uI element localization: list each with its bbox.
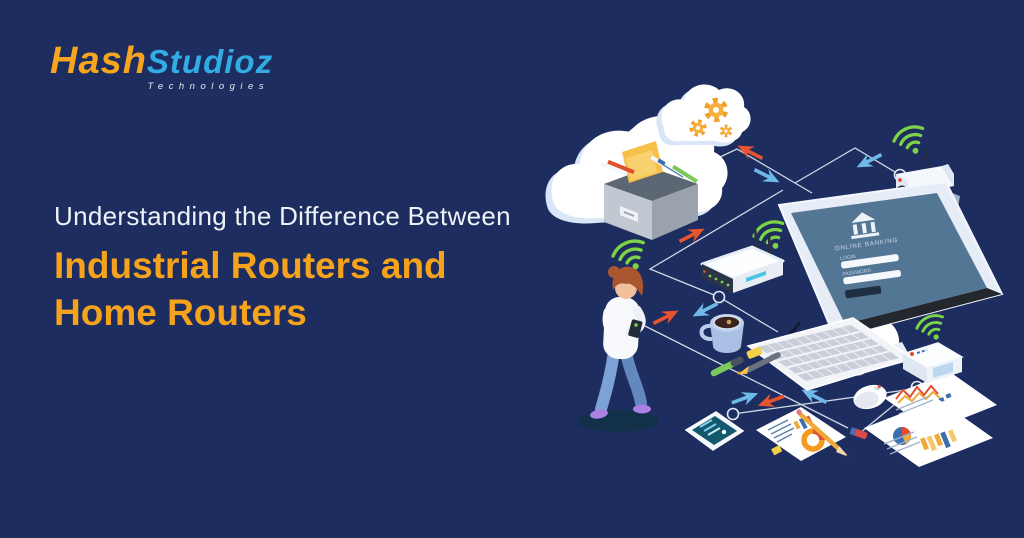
pencil-icon — [745, 352, 781, 373]
arrow-blue-icon — [729, 386, 761, 410]
headline: Understanding the Difference Between Ind… — [54, 201, 511, 337]
wifi-icon — [913, 310, 952, 347]
login-button — [844, 285, 882, 299]
leg — [595, 346, 620, 415]
report-document-pie-chart — [756, 407, 850, 461]
phone-in-hand — [628, 319, 643, 338]
headline-line3: Home Routers — [54, 292, 307, 334]
shoe — [590, 409, 608, 419]
line-chart — [895, 384, 939, 400]
router-led — [708, 274, 712, 278]
logo-tagline: Technologies — [147, 81, 270, 92]
node-circle — [726, 407, 740, 421]
cloud-gears-icon — [656, 84, 751, 147]
smartphone-icon — [684, 411, 745, 451]
router-led-red — [703, 270, 706, 273]
arrow-red-icon — [734, 139, 766, 165]
arrow-blue-icon — [853, 148, 885, 174]
coffee-cup-icon — [699, 314, 744, 353]
camera-led — [898, 178, 902, 182]
headline-line2: Industrial Routers and — [54, 245, 447, 286]
wifi-icon — [889, 120, 933, 162]
woman-with-phone — [577, 266, 659, 432]
headline-line1: Understanding the Difference Between — [54, 201, 511, 231]
headline-accent: Industrial Routers and Home Routers — [54, 242, 511, 337]
industrial-router-icon — [700, 226, 785, 293]
router-front — [702, 264, 733, 293]
login-field — [841, 254, 899, 269]
router-led — [714, 277, 718, 281]
cup-handle — [699, 323, 713, 341]
bank-icon — [851, 212, 876, 224]
pencil-icon — [797, 411, 842, 452]
modem-panel — [933, 362, 953, 378]
node-circle — [712, 290, 726, 304]
shoe — [633, 404, 651, 414]
bar-chart — [919, 429, 958, 452]
arm — [602, 307, 634, 338]
router-label — [746, 271, 766, 282]
folder-files — [600, 141, 698, 184]
monitor-online-banking: ONLINE BANKING LOGIN PASSWORD — [777, 180, 1004, 340]
logo-part-studioz: Studioz — [146, 43, 274, 80]
router-led — [726, 283, 730, 287]
modem-led — [910, 352, 914, 356]
login-label: LOGIN — [840, 254, 857, 262]
stationery — [710, 346, 781, 377]
password-label: PASSWORD — [842, 268, 872, 278]
modem-icon — [901, 342, 964, 383]
archive-folders-box — [600, 141, 698, 240]
leg — [620, 346, 647, 409]
shadow — [577, 410, 659, 432]
password-field — [843, 269, 902, 285]
box-front-right — [652, 184, 698, 240]
usb-drive-icon — [849, 427, 868, 439]
modem-front — [903, 354, 927, 383]
arrow-red-icon — [650, 304, 682, 330]
router-led — [720, 280, 724, 284]
sticky-note — [746, 346, 763, 359]
mouse-icon — [853, 384, 887, 410]
monitor-bezel — [835, 288, 1002, 338]
logo-part-hash: Hash — [50, 40, 147, 82]
hair — [612, 266, 644, 296]
report-documents-bar-charts — [864, 372, 997, 467]
